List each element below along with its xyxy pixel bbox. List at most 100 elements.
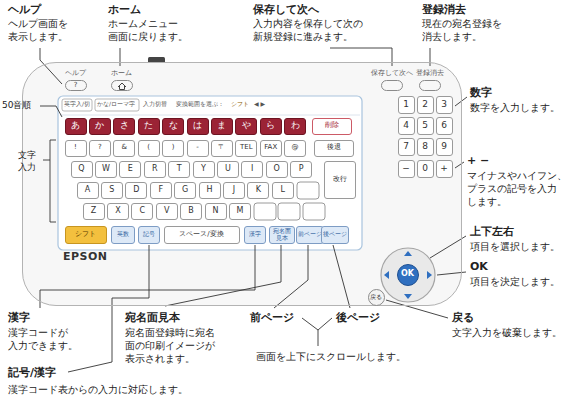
function-key: 漢字 (244, 226, 266, 244)
direction-pad (381, 248, 435, 302)
number-key: 7 (398, 138, 415, 156)
key: - (187, 140, 209, 157)
function-key: 後ページ (321, 226, 349, 244)
callout-title: 後ページ (336, 311, 380, 325)
key: ? (89, 140, 111, 157)
callout-text: 入力内容を保存して次の 新規登録に進みます。 (253, 17, 369, 43)
button-face (419, 80, 441, 91)
leader-line (43, 160, 50, 161)
leader-line (318, 330, 319, 346)
key-label: N (213, 207, 219, 216)
key: B (180, 203, 202, 220)
key-label: − (402, 164, 410, 174)
function-button: ヘルプ? (60, 69, 92, 93)
blank-key (303, 203, 325, 220)
key-label: 4 (403, 121, 409, 131)
key-label: FAX (264, 144, 277, 152)
arrow-up (404, 251, 412, 256)
callout-text: ホームメニュー 画面に戻ります。 (108, 17, 194, 43)
blank-key (278, 203, 300, 220)
key-label: M (236, 207, 243, 216)
kana-key: あ (65, 118, 87, 135)
key-label: 後ページ (323, 231, 347, 237)
key-label: 9 (441, 142, 447, 152)
callout-text: マイナスやハイフン、 プラスの記号を入力 します。 (467, 169, 573, 208)
callout-title: 宛名面見本 (125, 311, 180, 325)
key: 改行 (324, 161, 356, 199)
blank-key (254, 203, 276, 220)
mode-key-outline (95, 99, 139, 111)
leader-line (165, 245, 281, 306)
key: M (229, 203, 251, 220)
panel-divider (60, 115, 360, 116)
key-label: 6 (441, 121, 447, 131)
leader-line (40, 106, 62, 117)
leader-line (40, 48, 62, 84)
panel-legend: かな/ローマ字 (97, 101, 135, 108)
key-label: 漢字 (249, 231, 261, 237)
button-face (111, 80, 133, 91)
key-label: 5 (422, 121, 428, 131)
number-key: 9 (436, 138, 453, 156)
kana-key: ら (260, 118, 282, 135)
callout-title: 前ページ (250, 311, 294, 325)
key-label: D (133, 186, 139, 195)
callout-title: 漢字 (8, 311, 30, 325)
panel-legend: 英字入/切 (64, 101, 90, 108)
callout-text: 現在の宛名登録を 消去します。 (422, 17, 508, 43)
number-key: 0 (417, 160, 434, 178)
button-face (381, 80, 403, 91)
function-button: ホーム (106, 69, 138, 93)
key-label: さ (120, 121, 129, 131)
number-key: 5 (417, 117, 434, 135)
key-label: TEL (240, 144, 253, 152)
arrow-down (404, 294, 412, 299)
keyboard-body: EPSONヘルプ?ホーム保存して次へ登録消去あかさたなはまやらわ削除!?&()-… (22, 62, 462, 306)
key-label: や (242, 121, 251, 131)
button-caption: ホーム (111, 70, 132, 78)
function-key: 記号 (138, 226, 160, 244)
callout-title: 登録消去 (422, 3, 466, 17)
key-label: た (144, 121, 153, 131)
key: R (144, 161, 166, 178)
button-caption: 保存して次へ (371, 70, 413, 78)
key: O (266, 161, 288, 178)
callout-text: 項目を決定します。 (470, 275, 560, 288)
key: ( (138, 140, 160, 157)
key-label: B (188, 207, 194, 216)
key: E (119, 161, 141, 178)
callout-title: 記号/漢字 (8, 366, 56, 380)
key-label: C (140, 207, 146, 216)
key-label: E (128, 165, 133, 174)
key: V (156, 203, 178, 220)
ok-button: OK (397, 264, 419, 286)
key: F (150, 182, 172, 199)
key: I (241, 161, 263, 178)
callout-title: ホーム (108, 3, 141, 17)
key-label: あ (71, 121, 80, 131)
key: & (113, 140, 135, 157)
panel-legend: 入力切替 (143, 101, 167, 108)
callout-text: 数字を入力します。 (470, 101, 560, 114)
button-face: ? (65, 80, 87, 91)
key-label: L (280, 186, 284, 195)
key: J (223, 182, 245, 199)
leader-line (274, 245, 308, 308)
kana-key: わ (284, 118, 306, 135)
key-label: か (95, 121, 104, 131)
key-label: 8 (422, 142, 428, 152)
key: FAX (260, 140, 282, 157)
key-label: ) (172, 144, 175, 152)
key-label: + (440, 164, 448, 174)
kana-key: は (187, 118, 209, 135)
key: L (272, 182, 294, 199)
callout-text: 50音順 (2, 100, 31, 112)
key: 〒 (211, 140, 233, 157)
body-fill (22, 62, 462, 306)
key: U (217, 161, 239, 178)
key: K (247, 182, 269, 199)
kana-key: な (162, 118, 184, 135)
kana-key: ま (211, 118, 233, 135)
brand-logo: EPSON (63, 251, 108, 263)
